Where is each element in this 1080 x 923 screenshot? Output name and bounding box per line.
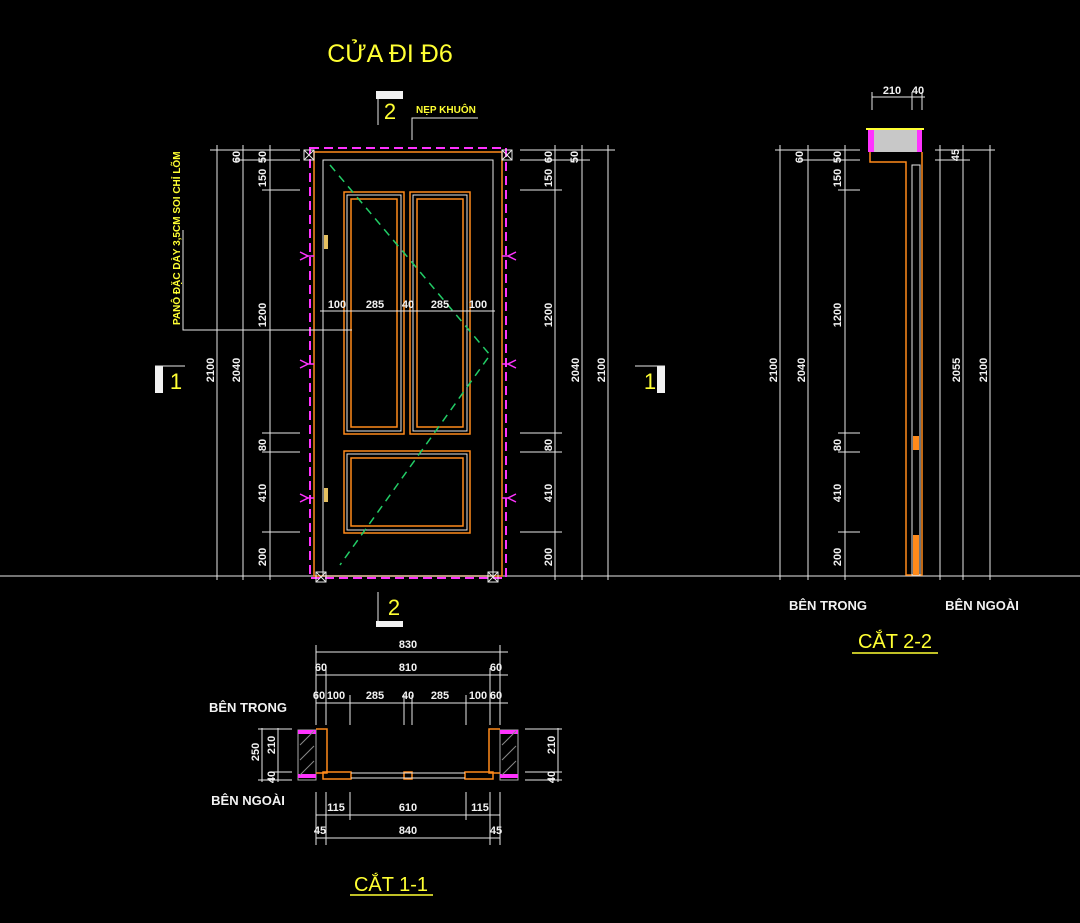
svg-text:1: 1 [644,369,656,394]
dimension-label: 60 [231,151,243,163]
dimension-label: 40 [912,85,924,97]
section-2-2-outside-label: BÊN NGOÀI [945,598,1019,613]
dimension-label: 115 [327,802,345,814]
section-marker-2-top: 2 [376,91,403,125]
dimension-label: 115 [471,802,489,814]
dimension-label: 50 [257,151,269,163]
dimension-label: 80 [832,439,844,451]
dimension-label: 210 [883,85,901,97]
dimension-label: 210 [546,736,558,754]
section-1-1-inside-label: BÊN TRONG [209,700,287,715]
drawing-title: CỬA ĐI Đ6 [327,38,453,68]
section-1-1 [258,645,562,896]
section-1-1-outside-label: BÊN NGOÀI [211,793,285,808]
dimension-label: 810 [399,662,417,674]
nep-khuon-note: NẸP KHUÔN [416,103,476,116]
dimension-label: 830 [399,639,417,651]
dimension-label: 1200 [543,303,555,327]
dimension-label: 1200 [257,303,269,327]
dimension-label: 80 [543,439,555,451]
section-2-2 [775,92,995,654]
dimension-label: 410 [543,484,555,502]
dimension-label: 45 [490,825,502,837]
dimension-label: 200 [832,548,844,566]
dimension-label: 410 [832,484,844,502]
dimension-label: 50 [832,151,844,163]
dimension-label: 45 [950,149,962,161]
svg-text:1: 1 [170,369,182,394]
dimension-label: 285 [431,690,449,702]
dimension-label: 40 [266,771,278,783]
dimension-label: 40 [402,690,414,702]
section-2-2-inside-label: BÊN TRONG [789,598,867,613]
svg-text:2: 2 [384,99,396,124]
dimension-label: 100 [469,299,487,311]
dimension-label: 100 [328,299,346,311]
dimension-label: 210 [266,736,278,754]
dimension-label: 80 [257,439,269,451]
dimension-label: 200 [257,548,269,566]
dimension-label: 2040 [231,358,243,382]
dimension-label: 285 [366,299,384,311]
dimension-label: 2100 [768,358,780,382]
dimension-label: 60 [313,690,325,702]
dimension-label: 2055 [951,358,963,382]
section-1-1-title: CẮT 1-1 [354,872,428,896]
dimension-label: 60 [543,151,555,163]
dimension-label: 200 [543,548,555,566]
dimension-label: 60 [490,690,502,702]
dimension-label: 45 [314,825,326,837]
dimension-label: 250 [250,743,262,761]
dimension-label: 610 [399,802,417,814]
dimension-label: 2100 [978,358,990,382]
dimension-label: 100 [327,690,345,702]
section-marker-2-bottom: 2 [376,592,403,627]
svg-text:2: 2 [388,595,400,620]
section-marker-1-right: 1 [635,365,665,394]
dimension-label: 60 [794,151,806,163]
dimension-label: 50 [569,151,581,163]
dimension-label: 840 [399,825,417,837]
dimension-label: 60 [315,662,327,674]
dimension-label: 150 [257,169,269,187]
dimension-label: 40 [402,299,414,311]
dimension-label: 1200 [832,303,844,327]
dimension-label: 2040 [570,358,582,382]
dimension-label: 100 [469,690,487,702]
dimension-label: 60 [490,662,502,674]
section-marker-1-left: 1 [155,365,185,394]
dimension-label: 150 [543,169,555,187]
dimension-label: 2100 [205,358,217,382]
dimension-label: 285 [431,299,449,311]
dimension-label: 2040 [796,358,808,382]
dimension-label: 150 [832,169,844,187]
dimension-label: 285 [366,690,384,702]
pano-note: PANÔ ĐẶC DÀY 3,5CM SOI CHỈ LÕM [170,151,183,325]
dimension-label: 2100 [596,358,608,382]
section-2-2-title: CẮT 2-2 [858,629,932,653]
dimension-label: 40 [546,771,558,783]
door-elevation [182,117,615,583]
dimension-label: 410 [257,484,269,502]
